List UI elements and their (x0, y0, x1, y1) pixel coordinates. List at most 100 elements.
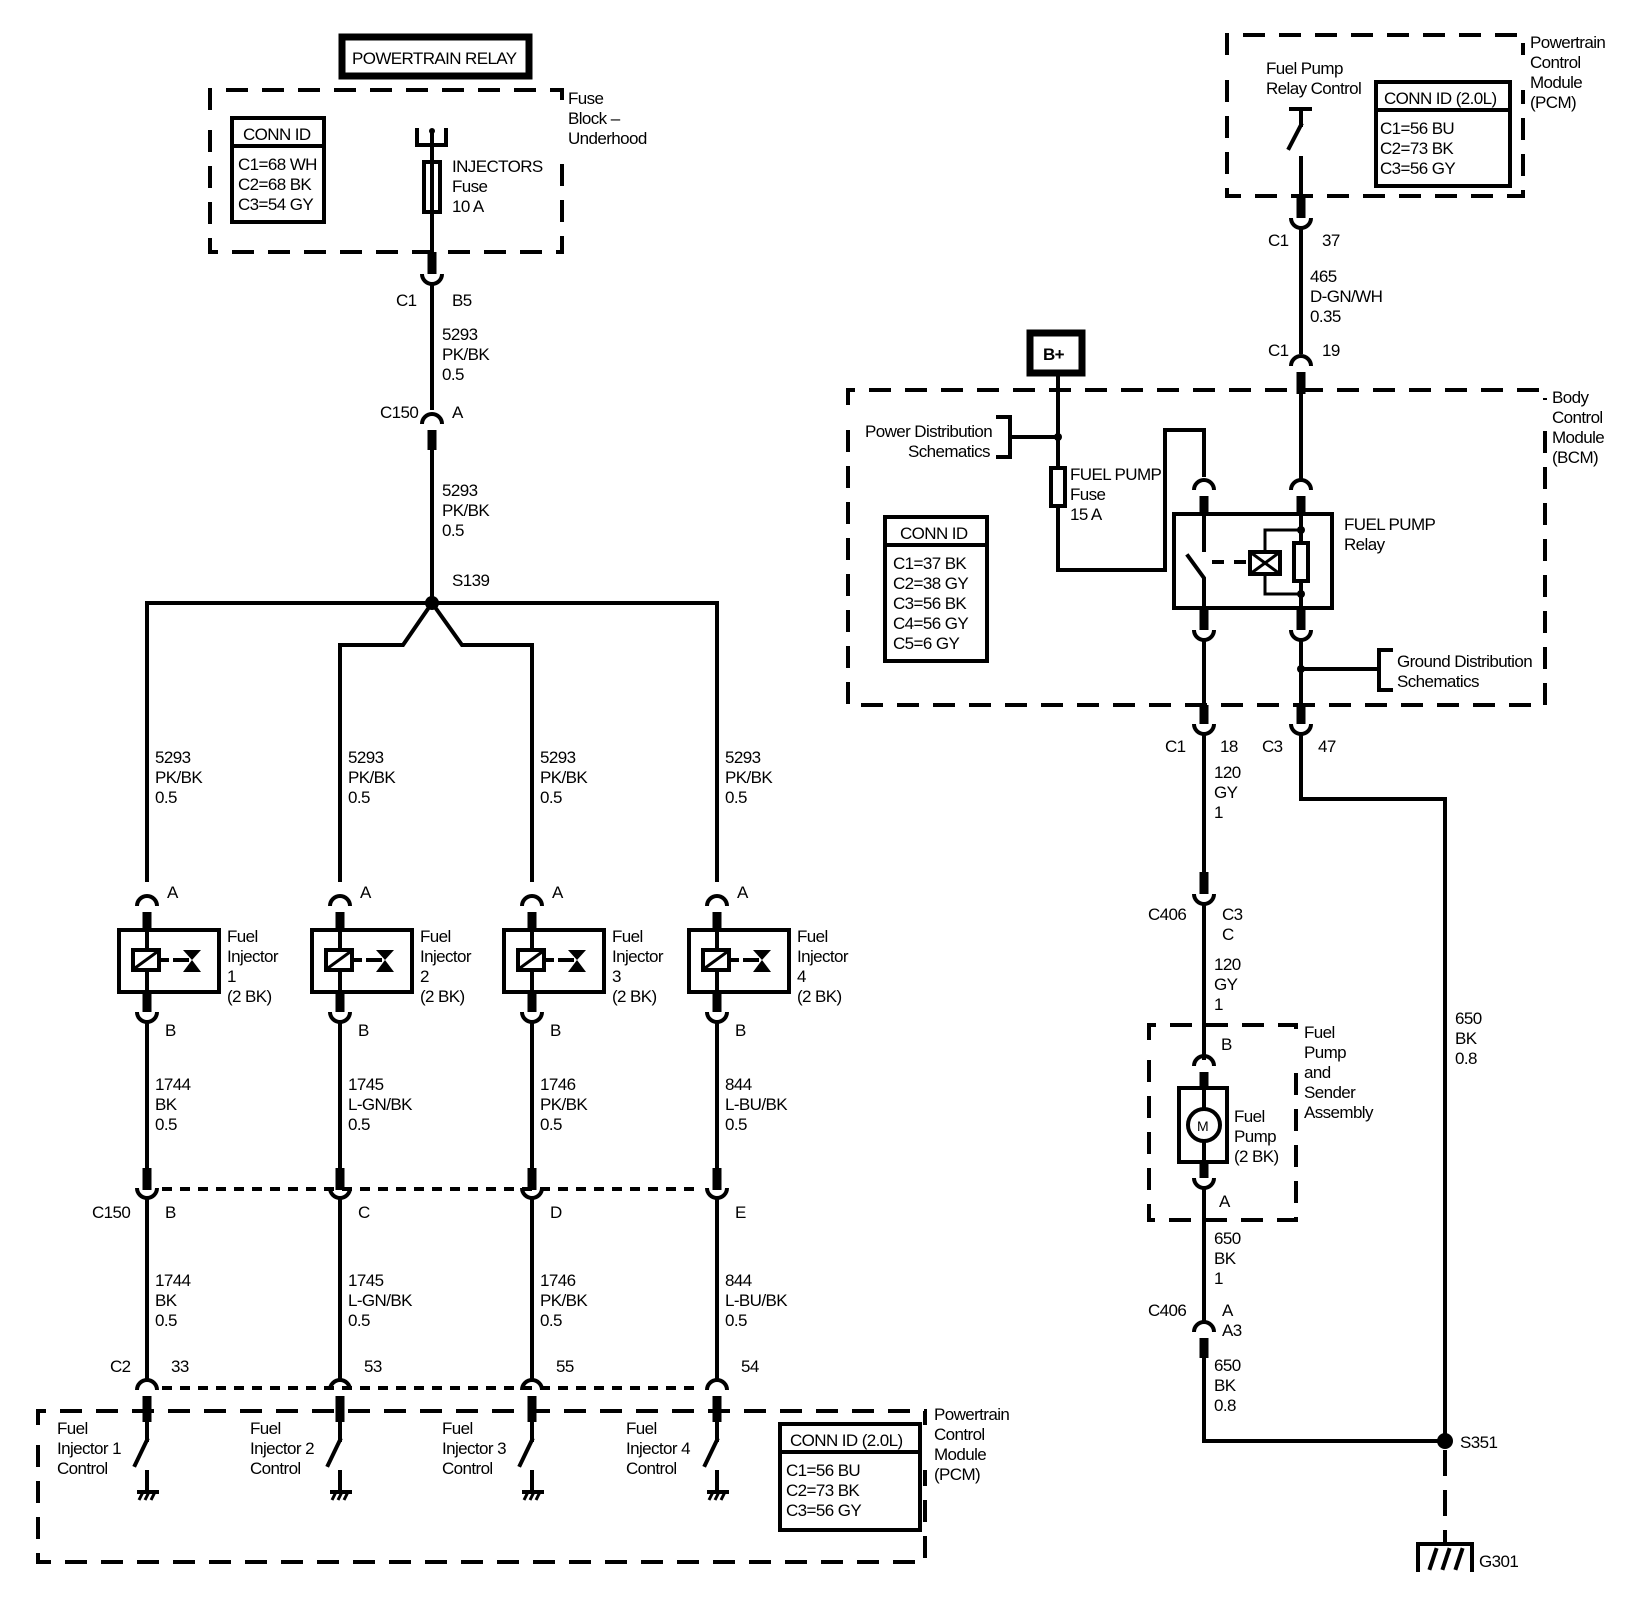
ground-icon (330, 1470, 352, 1501)
connector-c406-pin-2: C (1222, 925, 1234, 944)
injector-label: Fuel (227, 927, 258, 946)
fuel-pump-fuse: FUEL PUMP Fuse 15 A (1049, 465, 1162, 524)
bcm-output-connectors: C1 18 C3 47 (1165, 705, 1447, 1443)
motor-icon: M (1186, 1107, 1222, 1143)
pcm-top-label-1: Powertrain (1530, 33, 1605, 52)
valve-icon (558, 950, 586, 972)
pcm-pin: 55 (556, 1357, 574, 1376)
injector-number: 1 (227, 967, 236, 986)
connector-label: C1 (1268, 341, 1289, 360)
injector-label: Injector (420, 947, 472, 966)
injector-pin-a: A (552, 883, 564, 902)
connector-c406-label: C406 (1148, 1301, 1186, 1320)
injectors-fuse: INJECTORS Fuse 10 A (415, 128, 543, 260)
conn-id-header: CONN ID (900, 524, 968, 543)
c150-pin: E (735, 1203, 746, 1222)
fuse-type: Fuse (1070, 485, 1106, 504)
pcm-top-conn-id-table: CONN ID (2.0L) C1=56 BU C2=73 BK C3=56 G… (1374, 80, 1512, 188)
injector-control-label: Control (250, 1459, 301, 1478)
wire-number: 650 (1214, 1229, 1241, 1248)
connector-pin: 37 (1322, 231, 1340, 250)
fuel-injector-4 (687, 928, 791, 994)
power-distribution-link-1[interactable]: Power Distribution (865, 422, 993, 441)
pcm-label-1: Powertrain (934, 1405, 1009, 1424)
injector-pin-a: A (737, 883, 749, 902)
switch-icon (132, 1420, 150, 1468)
fuel-pump-sender-assembly: Fuel Pump and Sender Assembly B M Fuel P… (1147, 1023, 1375, 1222)
bcm-module: Body Control Module (BCM) Power Distribu… (846, 371, 1605, 714)
wire-number: 844 (725, 1075, 752, 1094)
wire-size: 0.5 (540, 788, 562, 807)
conn-id-row: C1=56 BU (786, 1461, 860, 1480)
wire-number: 5293 (348, 748, 384, 767)
solenoid-coil-icon (516, 948, 546, 972)
power-distribution-link-2[interactable]: Schematics (908, 442, 991, 461)
fuel-pump-relay-control-label-1: Fuel Pump (1266, 59, 1343, 78)
injector-control-label: Fuel (626, 1419, 657, 1438)
wire-size: 1 (1214, 1269, 1223, 1288)
wire-color: D-GN/WH (1310, 287, 1382, 306)
wire-number: 844 (725, 1271, 752, 1290)
wire-size: 0.5 (348, 1115, 370, 1134)
ground-distribution-link-1[interactable]: Ground Distribution (1397, 652, 1533, 671)
ground-icon (137, 1470, 159, 1501)
fuse-block-conn-id-table: CONN ID C1=68 WH C2=68 BK C3=54 GY (230, 116, 326, 224)
assembly-label-5: Assembly (1304, 1103, 1374, 1122)
wire-color: PK/BK (540, 1095, 588, 1114)
ground-distribution-link-2[interactable]: Schematics (1397, 672, 1480, 691)
wire-color: GY (1214, 975, 1238, 994)
wire-size: 0.5 (725, 1115, 747, 1134)
wire-number: 5293 (155, 748, 191, 767)
wire-size: 0.5 (155, 1115, 177, 1134)
injector-label: Injector (227, 947, 279, 966)
wire-size: 0.5 (540, 1311, 562, 1330)
wire-size: 1 (1214, 995, 1223, 1014)
injector-pin-a: A (167, 883, 179, 902)
connector-pin: 18 (1220, 737, 1238, 756)
wire-color: PK/BK (442, 501, 490, 520)
conn-id-row: C3=56 BK (893, 594, 967, 613)
injector-connector-color: (2 BK) (420, 987, 465, 1006)
powertrain-relay-label: POWERTRAIN RELAY (338, 33, 533, 80)
pump-pin-a: A (1219, 1192, 1231, 1211)
wire-number: 650 (1455, 1009, 1482, 1028)
fuse-block-label-1: Fuse (568, 89, 604, 108)
injector-control-label: Fuel (57, 1419, 88, 1438)
fuse-rating: 10 A (452, 197, 485, 216)
fuse-block-label-3: Underhood (568, 129, 647, 148)
assembly-label-2: Pump (1304, 1043, 1346, 1062)
fuel-pump-feed-wire: 120 GY 1 C406 C3 C 120 GY 1 (1148, 732, 1243, 1060)
connector-label: C3 (1262, 737, 1283, 756)
connector-label: C1 (1165, 737, 1186, 756)
conn-id-row: C1=56 BU (1380, 119, 1454, 138)
wire-color: BK (155, 1095, 178, 1114)
pump-pin-b: B (1221, 1035, 1232, 1054)
ground-g301-label: G301 (1479, 1552, 1518, 1571)
wire-color: BK (1214, 1249, 1237, 1268)
wire-color: PK/BK (442, 345, 490, 364)
conn-id-row: C4=56 GY (893, 614, 968, 633)
injector-control-label: Injector 2 (250, 1439, 314, 1458)
ground-icon (522, 1470, 544, 1501)
connector-c406-pin-1: C3 (1222, 905, 1243, 924)
connector-c406-pin-2: A3 (1222, 1321, 1242, 1340)
connector-c150-pin: A (452, 403, 464, 422)
conn-id-row: C1=68 WH (238, 155, 317, 174)
fuel-injector-1 (117, 928, 221, 994)
solenoid-coil-icon (701, 948, 731, 972)
wire-color: BK (1455, 1029, 1478, 1048)
c150-pin: C (358, 1203, 370, 1222)
wire-size: 0.5 (155, 1311, 177, 1330)
wire-size: 0.5 (155, 788, 177, 807)
splice-s351-label: S351 (1460, 1433, 1497, 1452)
bcm-label-1: Body (1552, 388, 1589, 407)
injector-pin-b: B (735, 1021, 746, 1040)
valve-icon (173, 950, 201, 972)
solenoid-coil-icon (324, 948, 354, 972)
injector-connector-color: (2 BK) (797, 987, 842, 1006)
connector-c406-pin-1: A (1222, 1301, 1234, 1320)
pump-label-1: Fuel (1234, 1107, 1265, 1126)
